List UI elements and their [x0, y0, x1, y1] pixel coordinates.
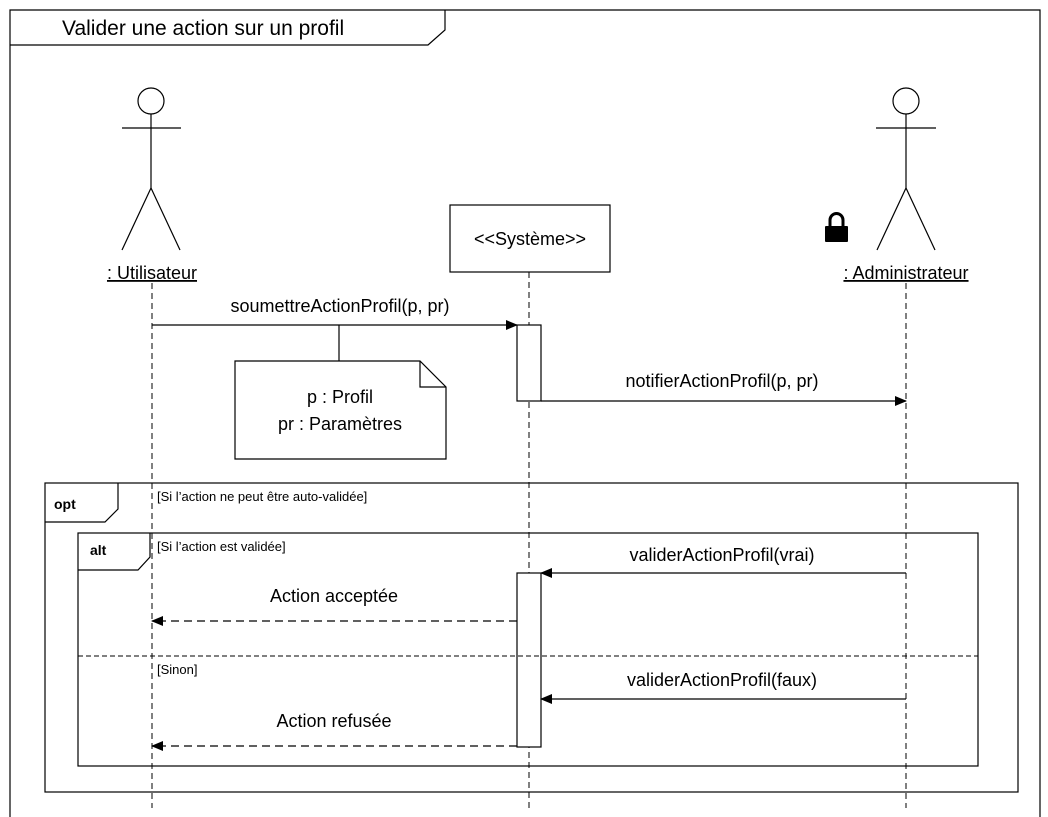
reply-accepted-label: Action acceptée — [270, 586, 398, 606]
note-line-1: p : Profil — [307, 387, 373, 407]
reply-refused: Action refusée — [151, 711, 517, 751]
alt-operator: alt — [90, 542, 107, 558]
alt-guard: [Si l’action est validée] — [157, 539, 286, 554]
actor-admin-label: : Administrateur — [843, 263, 968, 283]
actor-user — [121, 87, 181, 251]
diagram-title: Valider une action sur un profil — [62, 17, 344, 40]
message-validate-false: validerActionProfil(faux) — [540, 670, 906, 704]
lock-icon — [825, 212, 848, 242]
message-validate-true: validerActionProfil(vrai) — [540, 545, 906, 578]
message-submit: soumettreActionProfil(p, pr) — [152, 296, 518, 330]
actor-admin — [876, 87, 936, 251]
note-line-2: pr : Paramètres — [278, 414, 402, 434]
message-notify: notifierActionProfil(p, pr) — [541, 371, 907, 406]
diagram-frame: Valider une action sur un profil — [9, 9, 1041, 817]
reply-accepted: Action acceptée — [151, 586, 517, 626]
activation-bar-1 — [516, 324, 542, 402]
actor-admin-head — [892, 87, 920, 115]
message-validate-true-label: validerActionProfil(vrai) — [629, 545, 814, 565]
alt-else-guard: [Sinon] — [157, 662, 197, 677]
reply-refused-label: Action refusée — [276, 711, 391, 731]
message-submit-label: soumettreActionProfil(p, pr) — [230, 296, 449, 316]
actor-user-label: : Utilisateur — [107, 263, 197, 283]
note: p : Profil pr : Paramètres — [234, 325, 447, 460]
opt-operator: opt — [54, 496, 76, 512]
system-box: <<Système>> — [449, 204, 611, 273]
message-validate-false-label: validerActionProfil(faux) — [627, 670, 817, 690]
system-label: <<Système>> — [474, 229, 586, 249]
actor-user-head — [137, 87, 165, 115]
opt-guard: [Si l’action ne peut être auto-validée] — [157, 489, 367, 504]
activation-bar-2 — [516, 572, 542, 748]
message-notify-label: notifierActionProfil(p, pr) — [625, 371, 818, 391]
alt-fragment: alt [Si l’action est validée] [Sinon] — [77, 532, 979, 767]
opt-fragment: opt [Si l’action ne peut être auto-valid… — [44, 482, 1019, 793]
